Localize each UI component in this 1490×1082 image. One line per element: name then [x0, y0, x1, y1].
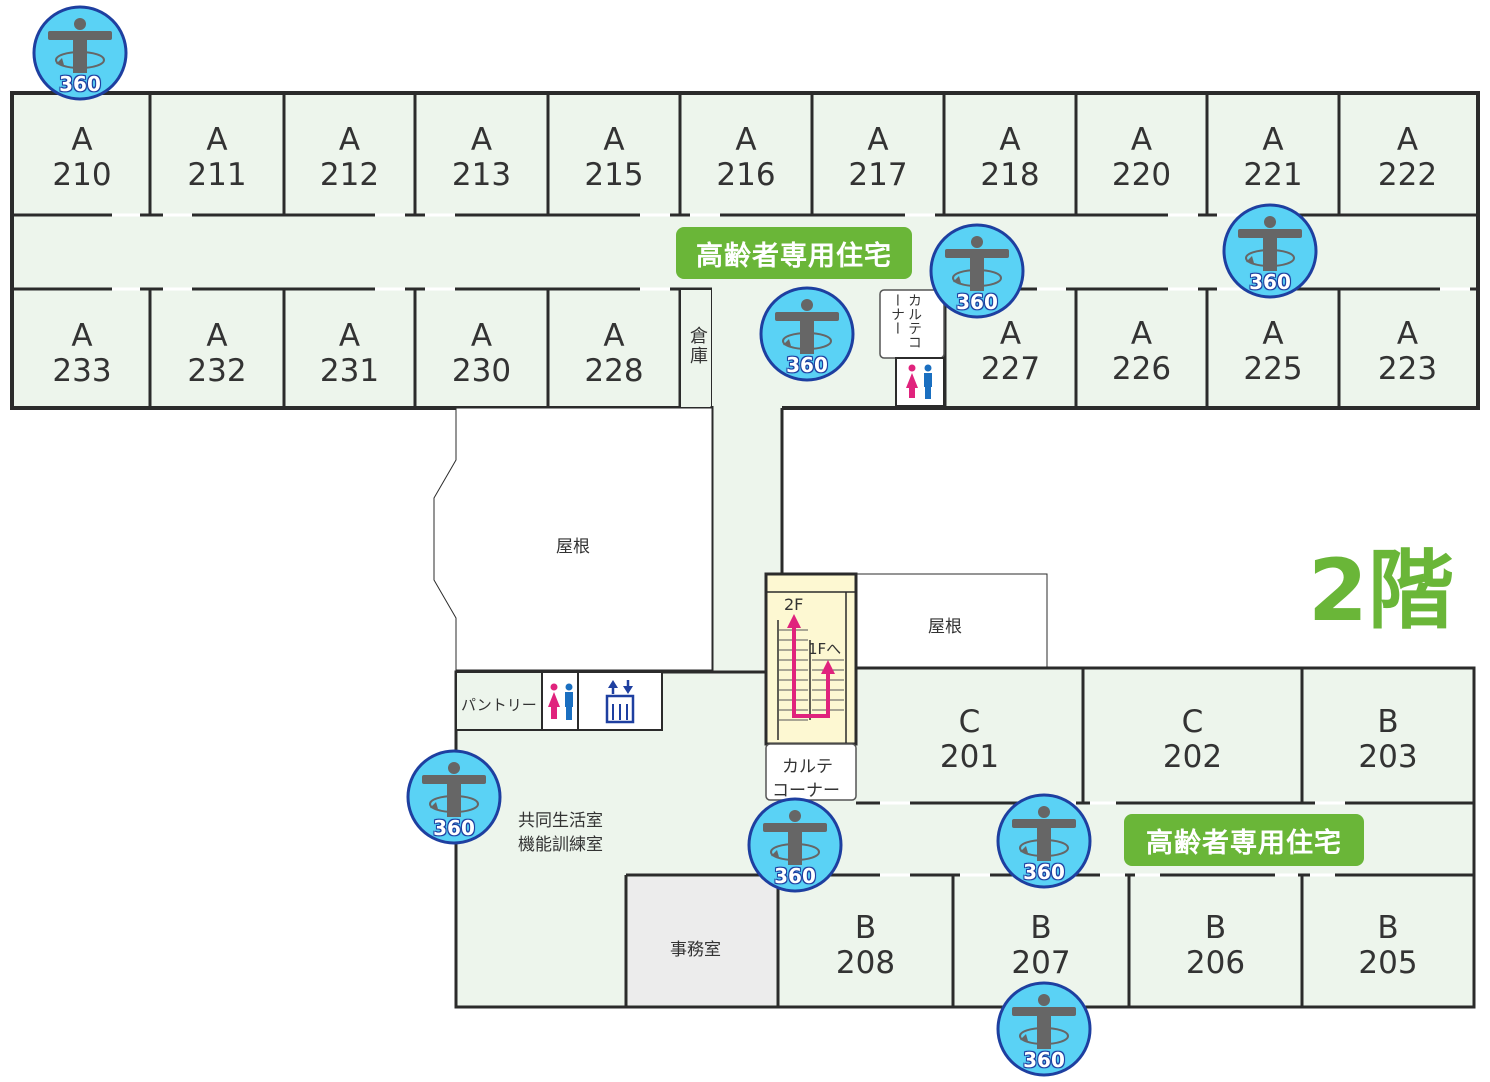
- storage-room: [681, 290, 711, 407]
- roof-right-label: 屋根: [928, 617, 962, 637]
- view-360-button[interactable]: 360: [1221, 202, 1319, 300]
- 360-view-icon: [996, 793, 1092, 889]
- karte-corner-upper-label: カルテコーナー: [889, 293, 922, 349]
- senior-housing-banner-upper: 高齢者専用住宅: [676, 227, 912, 279]
- toilet-upper: [895, 357, 945, 407]
- view-360-button[interactable]: 360: [758, 285, 856, 383]
- roof-right-area: [856, 573, 1048, 671]
- senior-housing-banner-lower: 高齢者専用住宅: [1124, 814, 1364, 866]
- storage-label: 倉庫: [687, 326, 708, 366]
- stairwell: [764, 572, 858, 746]
- restroom-icon-lower: [548, 683, 573, 720]
- view-360-button[interactable]: 360: [995, 792, 1093, 890]
- elevator-icon: [605, 680, 635, 724]
- stairs-1f-label: 1Fへ: [808, 640, 842, 658]
- floor-label: 2階: [1308, 541, 1454, 641]
- common-room-label-2: 機能訓練室: [518, 835, 603, 855]
- 360-view-icon: [747, 797, 843, 893]
- view-360-button[interactable]: 360: [746, 796, 844, 894]
- office-label: 事務室: [670, 940, 721, 960]
- 360-view-icon: [759, 286, 855, 382]
- karte-corner-lower-label-1: カルテ: [782, 757, 833, 777]
- camera-badge: 360: [433, 816, 475, 840]
- restroom-icon-upper: [906, 364, 932, 399]
- camera-badge: 360: [786, 353, 828, 377]
- camera-badge: 360: [1249, 270, 1291, 294]
- office-room: [628, 877, 776, 1005]
- 360-view-icon: [32, 5, 128, 101]
- stair-arrow-up: [787, 614, 801, 628]
- view-360-button[interactable]: 360: [928, 222, 1026, 320]
- 360-view-icon: [406, 749, 502, 845]
- door-gaps: [112, 213, 1470, 291]
- camera-badge: 360: [956, 290, 998, 314]
- karte-corner-lower: [765, 743, 857, 801]
- camera-badge: 360: [1023, 1048, 1065, 1072]
- common-room-label-1: 共同生活室: [518, 811, 603, 831]
- stairs-2f-label: 2F: [784, 595, 804, 614]
- view-360-button[interactable]: 360: [405, 748, 503, 846]
- pantry-room: [455, 671, 543, 731]
- view-360-button[interactable]: 360: [31, 4, 129, 102]
- camera-badge: 360: [59, 72, 101, 96]
- camera-badge: 360: [1023, 860, 1065, 884]
- 360-view-icon: [1222, 203, 1318, 299]
- 360-view-icon: [996, 981, 1092, 1077]
- view-360-button[interactable]: 360: [995, 980, 1093, 1078]
- stair-arrow-down: [821, 660, 835, 674]
- lower-door-gaps: [880, 801, 1345, 877]
- pantry-label: パントリー: [461, 696, 537, 714]
- stair-arrow-path: [792, 626, 830, 718]
- roof-left-label: 屋根: [556, 537, 590, 557]
- 360-view-icon: [929, 223, 1025, 319]
- roof-left-area: [433, 407, 713, 671]
- stair-steps: [766, 591, 856, 744]
- camera-badge: 360: [774, 864, 816, 888]
- karte-corner-lower-label-2: コーナー: [772, 781, 840, 801]
